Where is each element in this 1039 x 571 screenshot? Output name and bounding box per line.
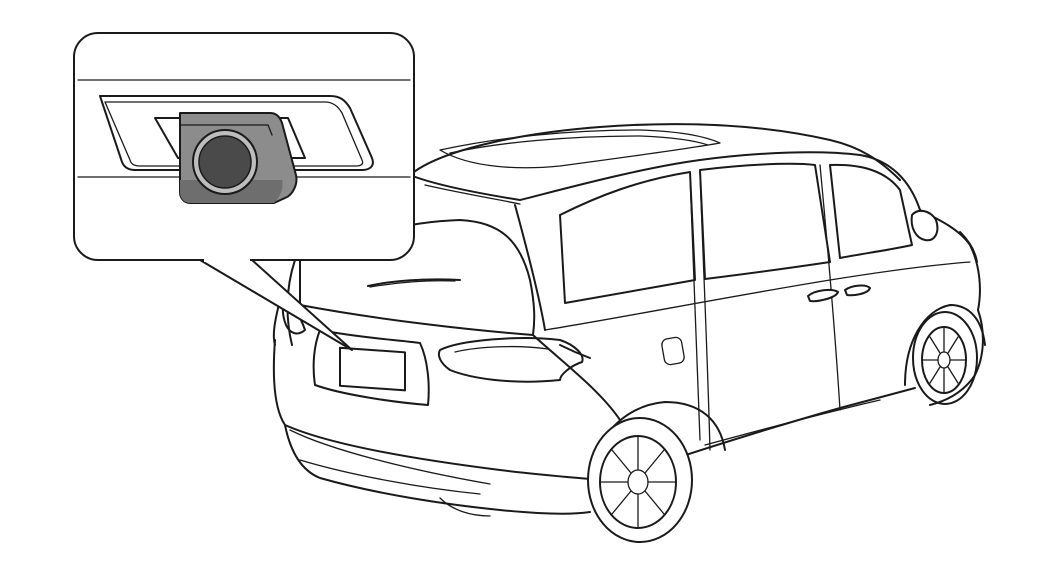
van-front-wheel-arch: [904, 304, 986, 386]
van-rear-spoiler: [409, 159, 701, 201]
camera-callout: [73, 32, 415, 351]
van-front-door-window: [829, 163, 913, 259]
van-license-plate: [339, 346, 406, 392]
van-door-handle-front: [844, 284, 871, 297]
van-front-wheel: [912, 311, 978, 405]
van-rear-wiper: [367, 278, 461, 287]
van-plate-recess: [312, 329, 430, 406]
rear-camera: [179, 112, 298, 204]
van-rear-bumper: [272, 339, 601, 481]
van-body: [272, 123, 986, 543]
van-side-mirror: [910, 209, 939, 242]
van-sunroof: [439, 129, 721, 169]
callout-pointer: [199, 259, 353, 351]
van-door-handle-rear: [807, 288, 839, 303]
van-sliding-door-window: [699, 162, 831, 280]
van-roof: [409, 123, 901, 181]
rear-camera-lens: [198, 135, 252, 189]
van-rear-wheel: [587, 417, 693, 543]
camera-garnish: [99, 95, 374, 171]
van-rear-quarter-window: [559, 171, 696, 304]
van-fuel-door: [661, 336, 685, 366]
